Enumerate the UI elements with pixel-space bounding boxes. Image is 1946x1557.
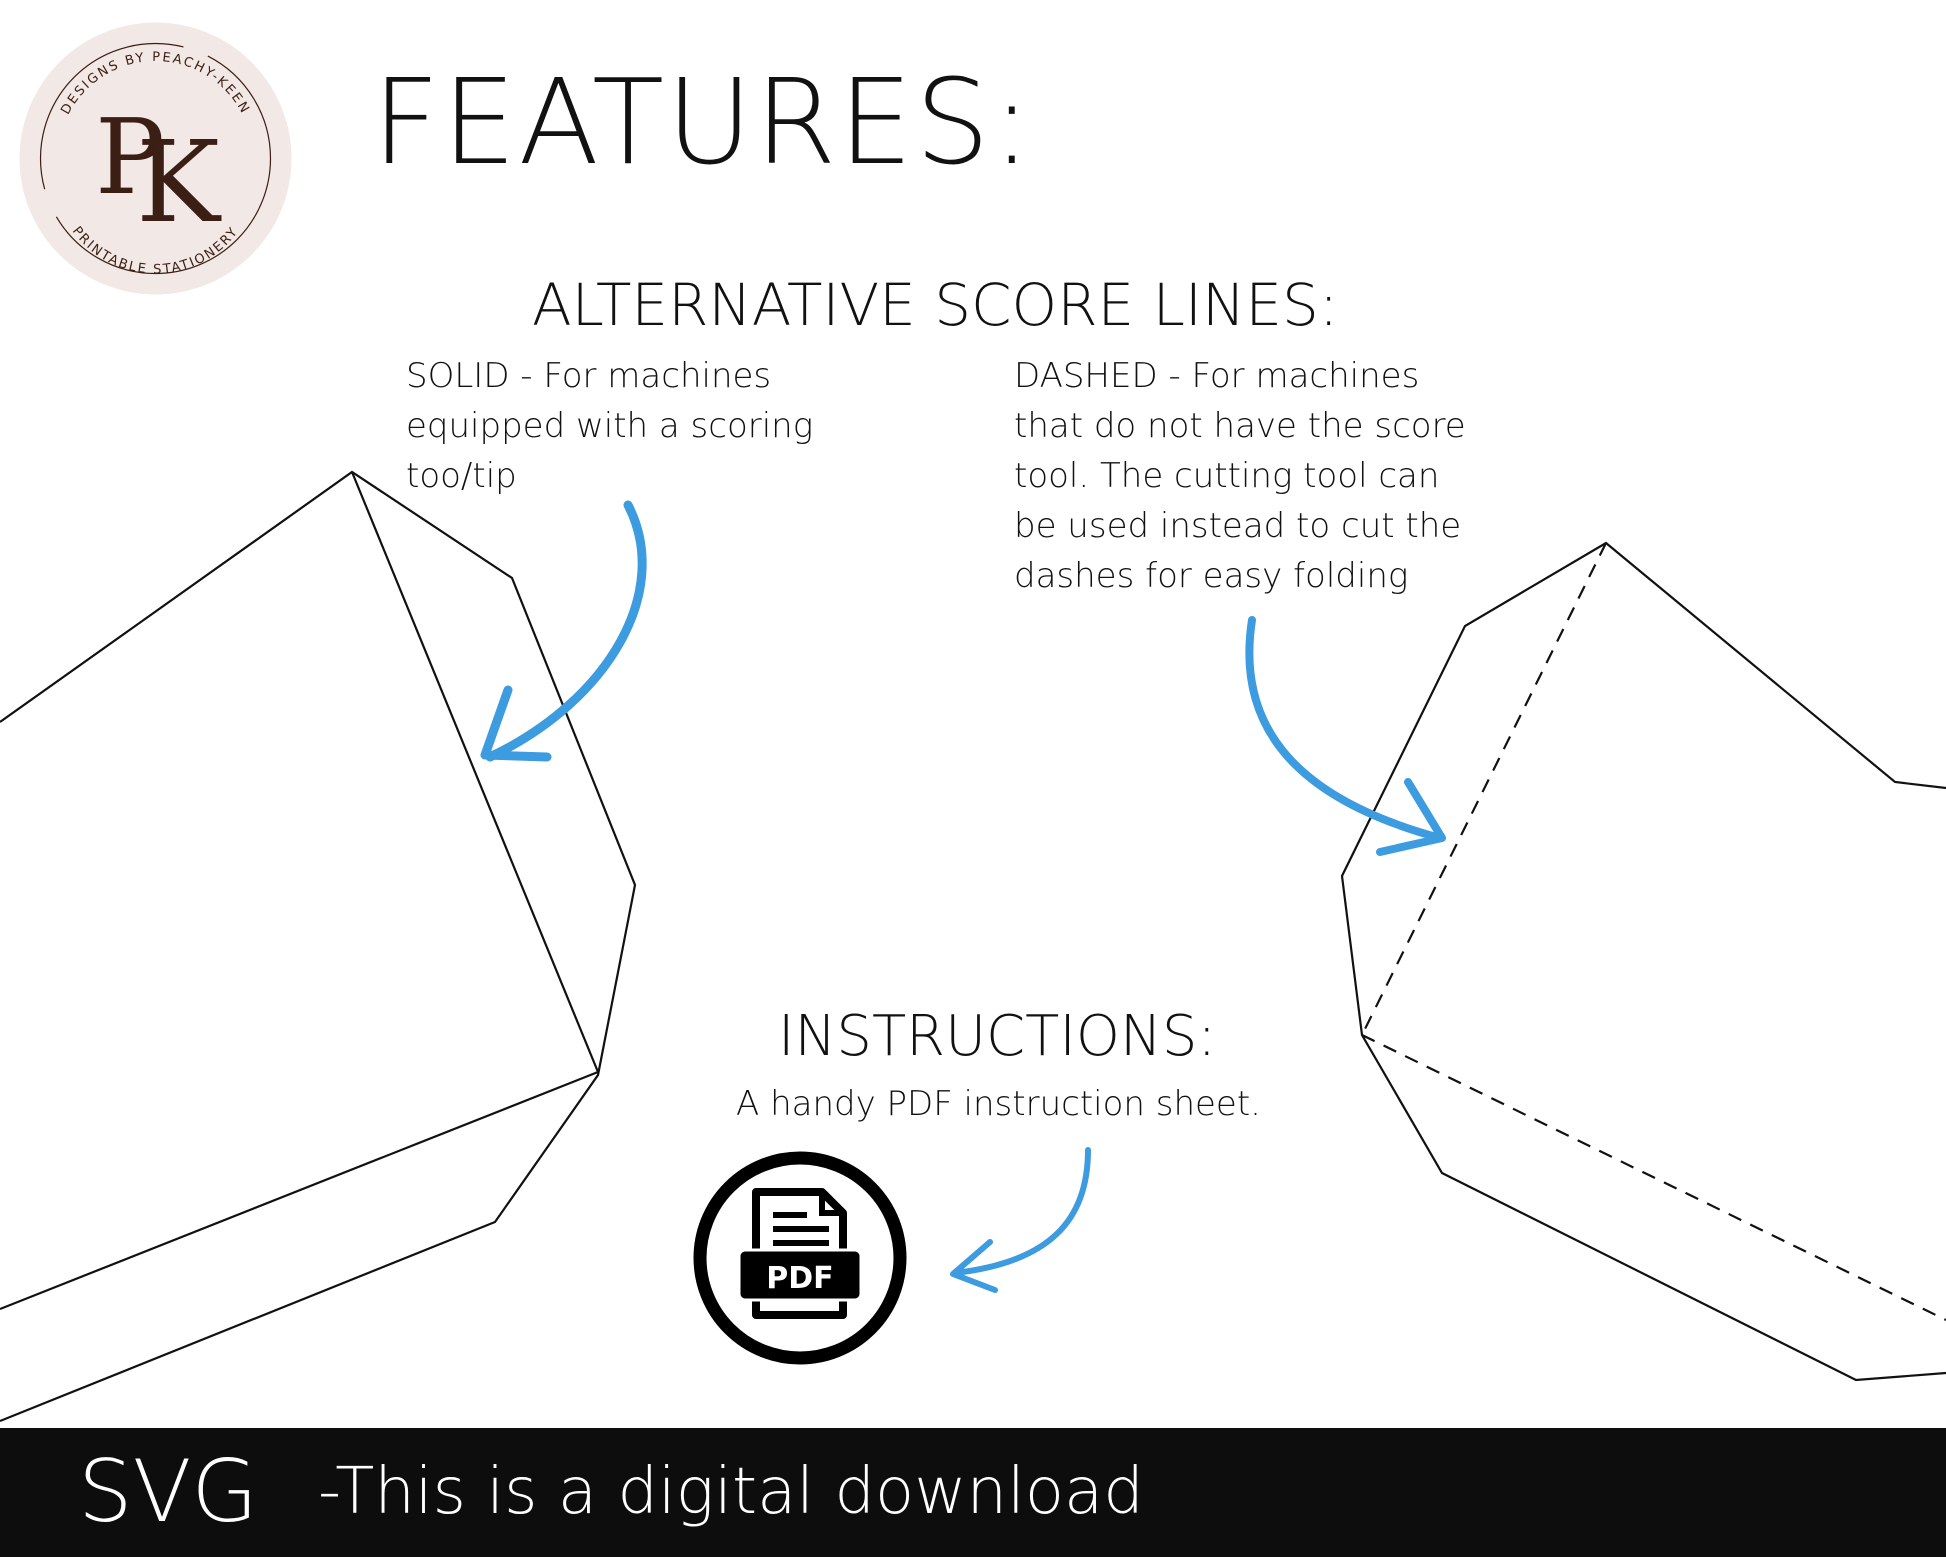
dashed-line-4: be used instead to cut the: [1014, 506, 1462, 546]
curved-arrow-icon: [480, 500, 647, 762]
dashed-line-5: dashes for easy folding: [1014, 556, 1409, 596]
logo-badge: [19, 22, 292, 295]
brand-logo: DESIGNS BY PEACHY-KEEN PRINTABLE STATION…: [19, 22, 292, 295]
curved-arrow-icon: [1245, 616, 1446, 856]
right-template-outer-edge: [1340, 541, 1946, 1382]
pdf-document-icon: PDF: [693, 1151, 907, 1365]
pdf-label: PDF: [766, 1261, 833, 1296]
logo-monogram-k: K: [136, 118, 222, 248]
solid-line-1: SOLID - For machines: [406, 356, 772, 396]
page-title: FEATURES:: [372, 53, 1034, 191]
instructions-heading: INSTRUCTIONS:: [778, 1004, 1217, 1069]
solid-description: SOLID - For machines equipped with a sco…: [406, 351, 813, 501]
dashed-line-1: DASHED - For machines: [1014, 356, 1420, 396]
solid-line-2: equipped with a scoring: [406, 406, 814, 446]
right-dashed-score-line-b: [1361, 1034, 1946, 1321]
footer-format: SVG: [78, 1442, 259, 1542]
dashed-line-2: that do not have the score: [1014, 406, 1466, 446]
dashed-line-3: tool. The cutting tool can: [1014, 456, 1440, 496]
solid-line-3: too/tip: [406, 456, 517, 496]
right-template-outline: [1340, 541, 1946, 1382]
dashed-description: DASHED - For machines that do not have t…: [1014, 351, 1466, 601]
instructions-text: A handy PDF instruction sheet.: [736, 1084, 1261, 1124]
curved-arrow-icon: [950, 1147, 1091, 1293]
footer-bar: SVG -This is a digital download: [0, 1428, 1946, 1557]
left-template-outer-edge: [0, 470, 637, 1423]
left-template-outline: [0, 470, 637, 1423]
score-lines-heading: ALTERNATIVE SCORE LINES:: [532, 271, 1339, 339]
right-dashed-score-line-a: [1361, 542, 1607, 1036]
left-solid-score-line: [350, 471, 600, 1073]
logo-monogram-p: P: [95, 96, 165, 218]
left-template-edge-lower: [0, 1070, 599, 1311]
footer-tagline: -This is a digital download: [318, 1455, 1144, 1529]
